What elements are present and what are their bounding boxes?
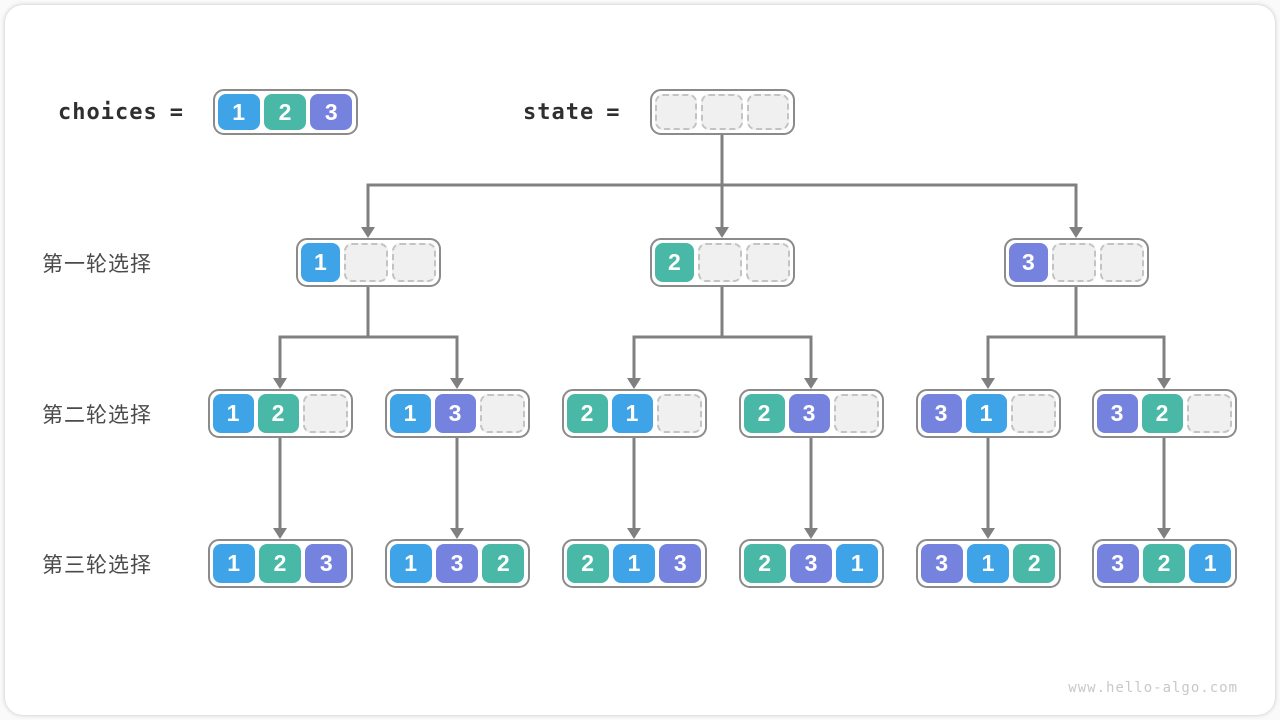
choice-cell: 3 [305,544,348,583]
empty-slot [656,394,702,433]
choice-cell: 1 [389,544,432,583]
empty-slot [391,243,436,282]
choice-cell: 2 [257,394,299,433]
choice-cell: 1 [611,394,653,433]
choice-cell: 1 [389,394,431,433]
state-node: 2 [649,238,795,287]
choice-cell: 3 [920,544,963,583]
equals-sign: = [606,99,621,125]
choice-cell: 3 [789,544,833,583]
choice-cell: 1 [212,544,255,583]
empty-slot [302,394,348,433]
equals-sign: = [169,99,184,125]
choice-cell: 2 [743,394,785,433]
choice-cell: 3 [1096,544,1139,583]
watermark: www.hello-algo.com [1068,680,1238,696]
empty-slot [698,243,742,282]
row-label: 第一轮选择 [42,252,152,276]
choice-cell: 2 [263,94,307,130]
choice-cell: 2 [258,544,302,583]
empty-slot [700,94,744,130]
choices-label-text: choices [58,99,158,125]
choice-cell: 2 [566,394,608,433]
choice-cell: 1 [612,544,656,583]
choice-cell: 1 [217,94,260,130]
choice-cell: 3 [920,394,962,433]
empty-slot [1186,394,1232,433]
state-label-text: state [523,99,595,125]
empty-slot [654,94,697,130]
row-label: 第三轮选择 [42,553,152,577]
diagram-card [5,5,1275,715]
empty-slot [344,243,388,282]
state-node: 3 [1003,238,1149,287]
choice-cell: 3 [1096,394,1138,433]
choice-cell: 1 [966,544,1010,583]
choice-cell: 3 [788,394,830,433]
choice-cell: 1 [1189,544,1232,583]
choice-cell: 2 [1142,544,1186,583]
choice-cell: 1 [212,394,254,433]
state-node: 1 [295,238,441,287]
choice-cell: 1 [300,243,341,282]
empty-slot [1052,243,1096,282]
choice-cell: 3 [435,544,479,583]
choice-cell: 2 [743,544,786,583]
choice-cell: 2 [482,544,525,583]
choice-cell: 3 [310,94,353,130]
choice-cell: 3 [1008,243,1049,282]
empty-slot [479,394,525,433]
empty-slot [745,243,790,282]
choices-label: choices = [58,89,184,135]
choice-cell: 1 [965,394,1007,433]
empty-slot [833,394,879,433]
choice-cell: 3 [434,394,476,433]
empty-slot [1010,394,1056,433]
choice-cell: 2 [566,544,609,583]
choice-cell: 2 [1013,544,1056,583]
choice-cell: 3 [659,544,702,583]
row-label: 第二轮选择 [42,403,152,427]
state-array [649,89,795,135]
empty-slot [747,94,790,130]
choice-cell: 1 [836,544,879,583]
choice-cell: 2 [1141,394,1183,433]
empty-slot [1099,243,1144,282]
state-label: state = [523,89,620,135]
choice-cell: 2 [654,243,695,282]
